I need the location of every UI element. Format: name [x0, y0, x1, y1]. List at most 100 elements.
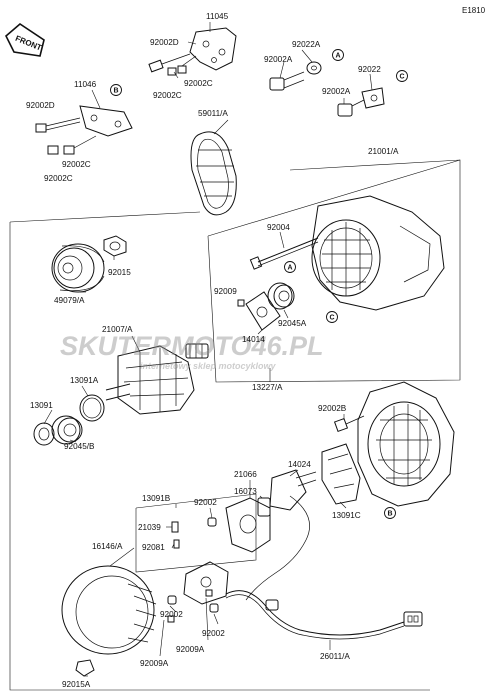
- label-92002c-top-1: 92002C: [184, 79, 213, 88]
- svg-text:C: C: [399, 74, 404, 81]
- label-92002d-left: 92002D: [26, 101, 55, 110]
- bolt-92002d-left: [35, 117, 81, 133]
- label-92045a: 92045A: [278, 319, 307, 328]
- svg-text:A: A: [287, 265, 292, 272]
- regulator-21066: [225, 497, 271, 553]
- label-92081: 92081: [142, 543, 165, 552]
- svg-text:B: B: [387, 511, 392, 518]
- label-49079a: 49079/A: [54, 296, 85, 305]
- callout-c-top: C: [396, 70, 408, 82]
- bolt-92002d-top: [148, 53, 191, 73]
- bolt-92002a-top: [269, 71, 305, 91]
- front-housing: [357, 381, 455, 507]
- svg-text:B: B: [113, 88, 118, 95]
- screw-92002-low-2: [209, 603, 219, 613]
- callout-b-low: B: [384, 507, 396, 519]
- pin-21039: [171, 521, 179, 533]
- bolt-92002c-top: [167, 55, 197, 76]
- washer-92022a: [306, 61, 322, 75]
- label-13091c: 13091C: [332, 511, 361, 520]
- label-92002c-left-1: 92002C: [62, 160, 91, 169]
- bearing-92045b: [51, 415, 83, 445]
- label-59011a: 59011/A: [198, 109, 228, 118]
- label-13091a: 13091A: [70, 376, 99, 385]
- terminal-16073: [257, 497, 271, 517]
- label-13227a: 13227/A: [252, 383, 283, 392]
- spacer-92009a-2: [205, 589, 213, 597]
- rectifier-13091c: [321, 443, 361, 505]
- label-21066: 21066: [234, 470, 257, 479]
- label-92022a: 92022A: [292, 40, 321, 49]
- front-arrow-icon: FRONT: [5, 22, 45, 57]
- label-14014: 14014: [242, 335, 265, 344]
- diagram-code: E1810: [462, 6, 486, 15]
- label-21007a: 21007/A: [102, 325, 133, 334]
- brush-holder-14024: [269, 469, 317, 511]
- subassembly-frame-13091b: [135, 493, 257, 573]
- rear-housing-frame: [207, 159, 461, 383]
- bracket-11045: [189, 27, 237, 71]
- label-14024: 14024: [288, 460, 311, 469]
- label-92009a-2: 92009A: [140, 659, 169, 668]
- label-13091b: 13091B: [142, 494, 171, 503]
- label-16146a: 16146/A: [92, 542, 123, 551]
- bracket-11046: [79, 105, 133, 137]
- washer-92022: [361, 87, 385, 109]
- assembly-frame-left: [9, 222, 430, 691]
- bolt-92002b: [333, 415, 365, 433]
- label-92002c-top-2: 92002C: [153, 91, 182, 100]
- nut-92015: [103, 235, 127, 257]
- wire-harness-26011a: [225, 495, 423, 640]
- label-92045b: 92045/B: [64, 442, 95, 451]
- label-92002-low-1: 92002: [160, 610, 183, 619]
- cover-13091: [33, 422, 55, 446]
- svg-text:A: A: [335, 53, 340, 60]
- watermark-brand: SKUTERMOTO46.PL: [60, 331, 324, 361]
- end-cover-16146a: [61, 565, 157, 655]
- cap-92015a: [75, 659, 95, 677]
- terminal-bracket: [183, 561, 229, 605]
- label-11046: 11046: [74, 80, 97, 89]
- callout-a-mid: A: [284, 261, 296, 273]
- label-92002b: 92002B: [318, 404, 347, 413]
- label-13091: 13091: [30, 401, 53, 410]
- drive-belt-59011a: [190, 131, 237, 216]
- plate-14014: [245, 291, 281, 331]
- spring-92081: [173, 539, 180, 549]
- assembly-frame-top: [9, 211, 201, 223]
- label-92002c-left-2: 92002C: [44, 174, 73, 183]
- label-92002-mid: 92002: [194, 498, 217, 507]
- label-92015: 92015: [108, 268, 131, 277]
- rear-housing-21001a: [311, 195, 445, 311]
- callout-c-mid: C: [326, 311, 338, 323]
- watermark: SKUTERMOTO46.PL internetowy sklep motocy…: [60, 331, 324, 371]
- label-26011a: 26011/A: [320, 652, 350, 661]
- label-92009: 92009: [214, 287, 237, 296]
- spacer-92009: [237, 299, 245, 307]
- label-21039: 21039: [138, 523, 161, 532]
- spacer-92009a-1: [167, 615, 175, 623]
- label-92002d-top: 92002D: [150, 38, 179, 47]
- callout-b-top: B: [110, 84, 122, 96]
- callout-a-top: A: [332, 49, 344, 61]
- label-21001a: 21001/A: [368, 147, 399, 156]
- screw-92002-low-1: [167, 595, 177, 605]
- bearing-92045a: [267, 282, 295, 310]
- washer-13091a: [79, 394, 105, 422]
- leader-lines: [43, 22, 373, 677]
- bolt-92004: [249, 237, 319, 270]
- label-92022: 92022: [358, 65, 381, 74]
- watermark-tagline: internetowy sklep motocyklowy: [140, 361, 277, 371]
- label-16073: 16073: [234, 487, 257, 496]
- rotor-21007a: [105, 343, 209, 415]
- label-92009a-1: 92009A: [176, 645, 205, 654]
- label-92004: 92004: [267, 223, 290, 232]
- label-92002a-mid: 92002A: [322, 87, 351, 96]
- label-92002a-top: 92002A: [264, 55, 293, 64]
- leader-21001a: [289, 159, 461, 171]
- bolt-92002c-left: [47, 135, 97, 155]
- svg-text:C: C: [329, 315, 334, 322]
- pulley-49079a: [51, 243, 105, 293]
- bolt-92002a-mid: [337, 99, 365, 117]
